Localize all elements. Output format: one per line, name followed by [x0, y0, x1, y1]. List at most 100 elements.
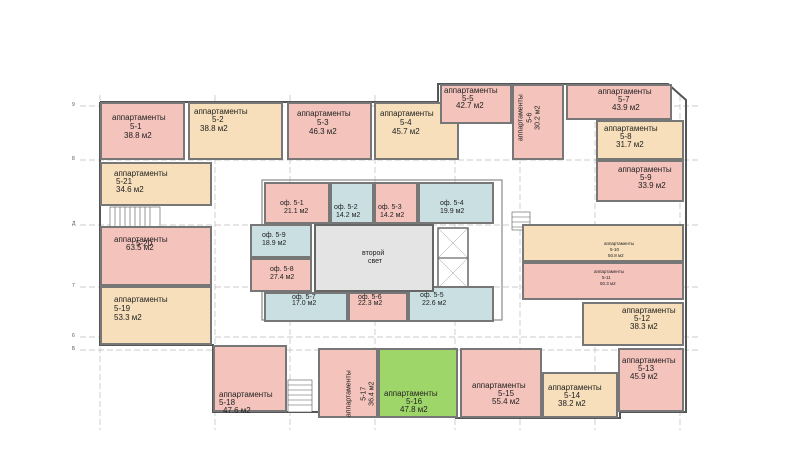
office-name: оф. 5-9 — [262, 232, 286, 239]
unit-number: 5-5 — [462, 94, 474, 103]
unit-number: 5-7 — [618, 95, 630, 104]
unit-type: аппартаменты — [472, 381, 526, 390]
unit-5-8[interactable]: аппартаменты 5-8 31.7 м2 — [596, 120, 684, 160]
axis-marker: Д — [72, 221, 76, 227]
unit-5-10[interactable]: аппартаменты 5-10 50.8 м2 — [522, 224, 684, 262]
unit-type: аппартаменты — [114, 295, 168, 304]
unit-area: 38.8 м2 — [200, 124, 228, 133]
unit-area: 46.3 м2 — [309, 127, 337, 136]
office-5-9[interactable]: оф. 5-9 18.9 м2 — [250, 224, 312, 258]
unit-5-12[interactable]: аппартаменты 5-12 38.3 м2 — [582, 302, 684, 346]
office-name: оф. 5-3 — [378, 204, 402, 211]
unit-5-20[interactable]: аппартаменты 5-20 63.5 м2 — [100, 226, 212, 286]
unit-number: 5-15 — [498, 389, 515, 398]
unit-number: 5-20 — [136, 239, 153, 248]
office-name: оф. 5-8 — [270, 266, 294, 273]
unit-number: 5-19 — [114, 304, 131, 313]
unit-5-3[interactable]: аппартаменты 5-3 46.3 м2 — [287, 102, 372, 160]
unit-number: 5-10 — [610, 247, 620, 252]
atrium-void: второй свет — [314, 224, 434, 292]
unit-area: 55.4 м2 — [492, 397, 520, 406]
unit-number: 5-18 — [219, 398, 236, 407]
unit-type: аппартаменты — [604, 124, 658, 133]
unit-5-6[interactable]: аппартаменты 5-6 30.2 м2 — [512, 84, 564, 160]
unit-area: 38.3 м2 — [630, 322, 658, 331]
unit-number: 5-11 — [602, 275, 611, 280]
office-5-7[interactable]: оф. 5-7 17.0 м2 — [264, 292, 348, 322]
unit-5-2[interactable]: аппартаменты 5-2 38.8 м2 — [188, 102, 283, 160]
unit-type: аппартаменты — [598, 87, 652, 96]
unit-number: 5-13 — [638, 364, 655, 373]
unit-type: аппартаменты — [219, 390, 273, 399]
unit-5-1[interactable]: аппартаменты 5-1 38.8 м2 — [100, 102, 185, 160]
unit-area: 33.9 м2 — [638, 181, 666, 190]
axis-marker: 8 — [72, 156, 75, 162]
unit-type: аппартаменты — [194, 107, 248, 116]
unit-number: 5-14 — [564, 391, 581, 400]
axis-marker: 9 — [72, 102, 75, 108]
unit-area: 50.8 м2 — [608, 253, 624, 258]
unit-number: 5-16 — [406, 397, 423, 406]
unit-type: аппартаменты — [517, 94, 525, 142]
office-name: оф. 5-7 — [292, 294, 316, 301]
unit-area: 38.8 м2 — [124, 131, 152, 140]
office-area: 14.2 м2 — [336, 212, 361, 219]
unit-number: 5-21 — [116, 177, 133, 186]
unit-type: аппартаменты — [114, 235, 168, 244]
unit-type: аппартаменты — [345, 370, 353, 418]
office-area: 22.3 м2 — [358, 300, 383, 307]
office-5-8[interactable]: оф. 5-8 27.4 м2 — [250, 258, 312, 292]
office-area: 27.4 м2 — [270, 274, 295, 281]
unit-type: аппартаменты — [604, 241, 635, 246]
unit-type: аппартаменты — [622, 356, 676, 365]
office-5-5[interactable]: оф. 5-5 22.6 м2 — [408, 286, 494, 322]
unit-5-7[interactable]: аппартаменты 5-7 43.9 м2 — [566, 84, 672, 120]
unit-5-13[interactable]: аппартаменты 5-13 45.9 м2 — [618, 348, 684, 412]
office-name: оф. 5-2 — [334, 204, 358, 211]
office-name: оф. 5-6 — [358, 294, 382, 301]
unit-area: 43.9 м2 — [612, 103, 640, 112]
office-5-1[interactable]: оф. 5-1 21.1 м2 — [264, 182, 330, 224]
unit-number: 5-3 — [317, 118, 329, 127]
unit-type: аппартаменты — [618, 165, 672, 174]
unit-area: 47.8 м2 — [400, 405, 428, 414]
unit-area: 31.7 м2 — [616, 140, 644, 149]
unit-5-9[interactable]: аппартаменты 5-9 33.9 м2 — [596, 160, 684, 202]
unit-number: 5-1 — [130, 122, 142, 131]
unit-5-21[interactable]: аппартаменты 5-21 34.6 м2 — [100, 162, 212, 206]
office-5-6[interactable]: оф. 5-6 22.3 м2 — [348, 292, 408, 322]
office-5-2[interactable]: оф. 5-2 14.2 м2 — [330, 182, 374, 224]
atrium-label-line1: второй — [362, 250, 385, 257]
unit-number: 5-9 — [640, 173, 652, 182]
unit-type: аппартаменты — [297, 109, 351, 118]
unit-5-14[interactable]: аппартаменты 5-14 38.2 м2 — [542, 372, 618, 418]
axis-marker: 7 — [72, 283, 75, 289]
unit-area: 45.7 м2 — [392, 127, 420, 136]
unit-type: аппартаменты — [114, 169, 168, 178]
unit-area: 53.3 м2 — [114, 313, 142, 322]
axis-marker: 6 — [72, 333, 75, 339]
unit-type: аппартаменты — [380, 109, 434, 118]
office-area: 22.6 м2 — [422, 300, 447, 307]
unit-5-5[interactable]: аппартаменты 5-5 42.7 м2 — [440, 84, 512, 124]
office-5-3[interactable]: оф. 5-3 14.2 м2 — [374, 182, 418, 224]
unit-area: 30.2 м2 — [534, 105, 542, 130]
unit-number: 5-8 — [620, 132, 632, 141]
unit-5-19[interactable]: аппартаменты 5-19 53.3 м2 — [100, 286, 212, 345]
unit-type: аппартаменты — [622, 306, 676, 315]
unit-5-18[interactable]: аппартаменты 5-18 47.6 м2 — [213, 345, 287, 415]
office-5-4[interactable]: оф. 5-4 19.9 м2 — [418, 182, 494, 224]
office-name: оф. 5-5 — [420, 292, 444, 299]
unit-5-16[interactable]: аппартаменты 5-16 47.8 м2 — [378, 348, 458, 418]
office-area: 21.1 м2 — [284, 208, 309, 215]
office-area: 17.0 м2 — [292, 300, 317, 307]
office-area: 19.9 м2 — [440, 208, 465, 215]
unit-5-11[interactable]: аппартаменты 5-11 50.3 м2 — [522, 262, 684, 300]
unit-5-17[interactable]: аппартаменты 5-17 36.4 м2 — [318, 348, 378, 418]
unit-number: 5-4 — [400, 118, 412, 127]
unit-type: аппартаменты — [384, 389, 438, 398]
unit-type: аппартаменты — [548, 383, 602, 392]
unit-number: 5-17 — [360, 386, 368, 401]
unit-5-15[interactable]: аппартаменты 5-15 55.4 м2 — [460, 348, 542, 418]
